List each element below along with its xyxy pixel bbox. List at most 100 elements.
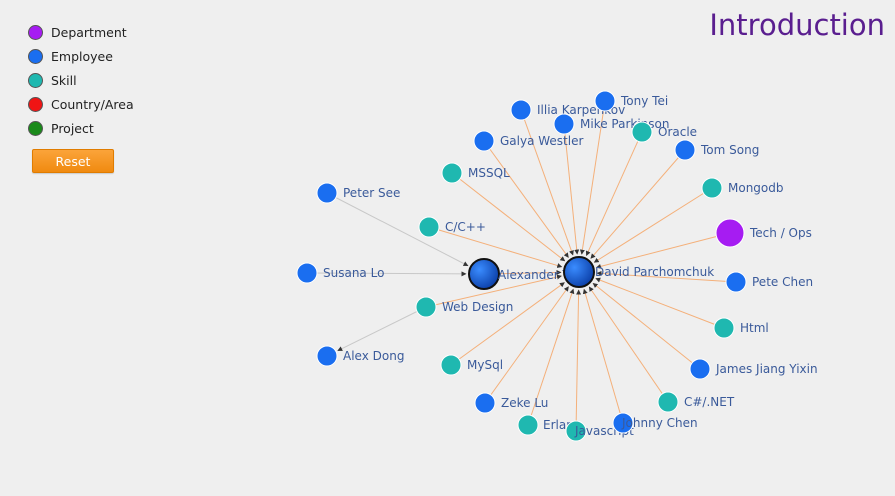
legend-swatch-country-area bbox=[28, 96, 43, 112]
node-circle-david[interactable] bbox=[563, 256, 595, 288]
node-pete[interactable]: Pete Chen bbox=[725, 271, 813, 293]
legend-label-skill: Skill bbox=[51, 72, 77, 88]
node-circle-csharp[interactable] bbox=[657, 391, 679, 413]
node-alexdong[interactable]: Alex Dong bbox=[316, 345, 404, 367]
node-circle-webdesign[interactable] bbox=[415, 296, 437, 318]
edge-johnny-david bbox=[582, 288, 624, 424]
legend-swatch-employee bbox=[28, 48, 43, 64]
page-title: Introduction bbox=[709, 8, 885, 42]
node-james[interactable]: James Jiang Yixin bbox=[689, 358, 818, 380]
legend-label-project: Project bbox=[51, 120, 94, 136]
node-label-techops: Tech / Ops bbox=[749, 226, 812, 240]
node-circle-erlang[interactable] bbox=[517, 414, 539, 436]
edge-illia-david bbox=[520, 109, 574, 256]
legend-item-country-area: Country/Area bbox=[28, 92, 134, 116]
node-mssql[interactable]: MSSQL bbox=[441, 162, 510, 184]
edge-mysql-david bbox=[450, 282, 565, 366]
edge-javascript-david bbox=[575, 289, 582, 432]
node-circle-oracle[interactable] bbox=[631, 121, 653, 143]
edge-mongodb-david bbox=[593, 187, 713, 263]
node-cpp[interactable]: C/C++ bbox=[418, 216, 486, 238]
node-label-mysql: MySql bbox=[467, 358, 503, 372]
reset-button[interactable]: Reset bbox=[32, 149, 114, 173]
node-johnny[interactable]: Johnny Chen bbox=[612, 412, 698, 434]
node-circle-techops[interactable] bbox=[715, 218, 745, 248]
node-circle-illia[interactable] bbox=[510, 99, 532, 121]
legend-label-employee: Employee bbox=[51, 48, 113, 64]
edge-techops-david bbox=[595, 232, 731, 269]
legend-label-department: Department bbox=[51, 24, 127, 40]
legend-item-skill: Skill bbox=[28, 68, 134, 92]
node-webdesign[interactable]: Web Design bbox=[415, 296, 513, 318]
node-circle-mongodb[interactable] bbox=[701, 177, 723, 199]
node-circle-zeke[interactable] bbox=[474, 392, 496, 414]
node-label-webdesign: Web Design bbox=[442, 300, 513, 314]
legend-swatch-project bbox=[28, 120, 43, 136]
node-csharp[interactable]: C#/.NET bbox=[657, 391, 735, 413]
node-circle-html[interactable] bbox=[713, 317, 735, 339]
node-label-peter: Peter See bbox=[343, 186, 400, 200]
edge-james-david bbox=[592, 282, 701, 370]
node-label-mongodb: Mongodb bbox=[728, 181, 784, 195]
node-tomsong[interactable]: Tom Song bbox=[674, 139, 759, 161]
node-david[interactable]: David Parchomchuk bbox=[563, 256, 714, 288]
edge-html-david bbox=[595, 277, 725, 329]
node-circle-javascript[interactable] bbox=[565, 420, 587, 442]
node-circle-pete[interactable] bbox=[725, 271, 747, 293]
node-circle-susana[interactable] bbox=[296, 262, 318, 284]
edge-susana-alex_tam bbox=[306, 271, 467, 277]
edge-mike-david bbox=[563, 123, 580, 255]
node-label-susana: Susana Lo bbox=[323, 266, 384, 280]
edge-tony-david bbox=[579, 100, 606, 255]
node-galya[interactable]: Galya Westler bbox=[473, 130, 583, 152]
node-html[interactable]: Html bbox=[713, 317, 769, 339]
node-label-james: James Jiang Yixin bbox=[715, 362, 818, 376]
node-susana[interactable]: Susana Lo bbox=[296, 262, 384, 284]
legend-label-country-area: Country/Area bbox=[51, 96, 134, 112]
node-circle-tony[interactable] bbox=[594, 90, 616, 112]
edge-csharp-david bbox=[588, 286, 669, 403]
node-circle-mike[interactable] bbox=[553, 113, 575, 135]
node-label-tomsong: Tom Song bbox=[700, 143, 759, 157]
node-techops[interactable]: Tech / Ops bbox=[715, 218, 812, 248]
node-circle-cpp[interactable] bbox=[418, 216, 440, 238]
node-label-zeke: Zeke Lu bbox=[501, 396, 548, 410]
node-circle-alexdong[interactable] bbox=[316, 345, 338, 367]
edge-peter-alex_tam bbox=[326, 192, 469, 267]
node-mongodb[interactable]: Mongodb bbox=[701, 177, 784, 199]
edge-cpp-david bbox=[428, 226, 563, 268]
node-circle-alex_tam[interactable] bbox=[468, 258, 500, 290]
edge-zeke-david bbox=[484, 286, 569, 404]
node-label-cpp: C/C++ bbox=[445, 220, 486, 234]
node-label-galya: Galya Westler bbox=[500, 134, 583, 148]
node-label-pete: Pete Chen bbox=[752, 275, 813, 289]
node-peter[interactable]: Peter See bbox=[316, 182, 400, 204]
node-oracle[interactable]: Oracle bbox=[631, 121, 697, 143]
legend-item-project: Project bbox=[28, 116, 134, 140]
legend-item-employee: Employee bbox=[28, 44, 134, 68]
edge-oracle-david bbox=[585, 131, 643, 257]
node-label-mssql: MSSQL bbox=[468, 166, 510, 180]
edge-pete-david bbox=[596, 270, 737, 283]
node-zeke[interactable]: Zeke Lu bbox=[474, 392, 548, 414]
node-circle-johnny[interactable] bbox=[612, 412, 634, 434]
node-circle-james[interactable] bbox=[689, 358, 711, 380]
node-circle-tomsong[interactable] bbox=[674, 139, 696, 161]
node-label-csharp: C#/.NET bbox=[684, 395, 735, 409]
graph-edges bbox=[306, 100, 737, 432]
node-label-mike: Mike Parkinson bbox=[580, 117, 669, 131]
node-circle-mysql[interactable] bbox=[440, 354, 462, 376]
node-circle-galya[interactable] bbox=[473, 130, 495, 152]
edge-galya-david bbox=[483, 140, 569, 258]
edge-webdesign-david bbox=[425, 274, 562, 308]
node-label-johnny: Johnny Chen bbox=[621, 416, 698, 430]
node-label-tony: Tony Tei bbox=[620, 94, 668, 108]
node-mysql[interactable]: MySql bbox=[440, 354, 503, 376]
node-label-html: Html bbox=[740, 321, 769, 335]
edge-webdesign-alexdong bbox=[337, 306, 427, 352]
node-circle-peter[interactable] bbox=[316, 182, 338, 204]
node-tony[interactable]: Tony Tei bbox=[594, 90, 668, 112]
node-circle-mssql[interactable] bbox=[441, 162, 463, 184]
